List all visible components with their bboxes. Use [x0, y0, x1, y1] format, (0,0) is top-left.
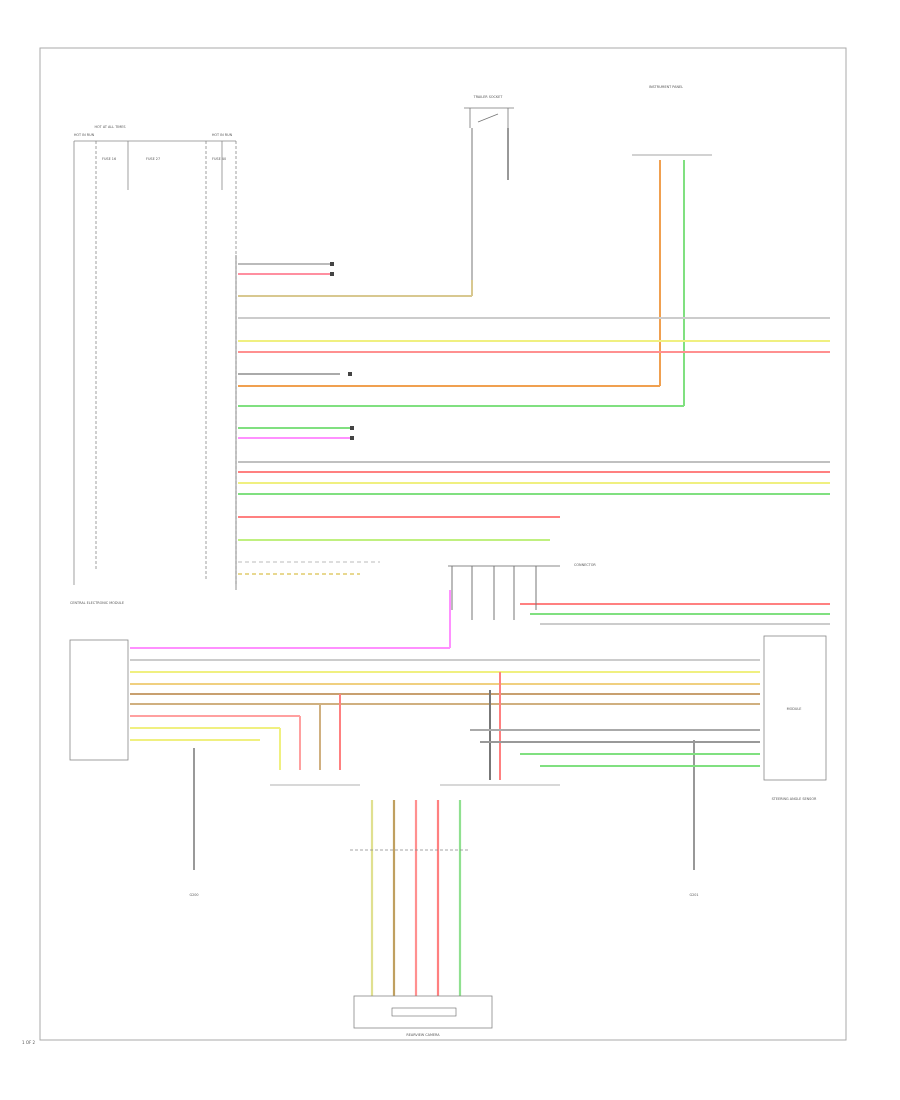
page-reference: 1 OF 2	[22, 1040, 36, 1045]
fuse-2-label: FUSE 27	[146, 157, 160, 161]
right-module	[763, 635, 827, 781]
fuse-block-label: HOT AT ALL TIMES	[94, 125, 125, 129]
harness-wires	[238, 263, 830, 575]
taillamp-switch	[464, 107, 514, 296]
diagram-frame	[39, 47, 847, 1041]
module-wires	[130, 590, 760, 770]
fuse-a-label: HOT IN RUN	[74, 133, 95, 137]
cam-module-label: CONNECTOR	[574, 563, 596, 567]
elec-module-label: MODULE	[787, 707, 802, 711]
right-feed-wires	[470, 603, 830, 780]
junction-drops	[451, 566, 537, 620]
camera-harness	[370, 800, 462, 996]
rear-camera-label: REARVIEW CAMERA	[406, 1033, 440, 1037]
rear-camera	[353, 995, 493, 1029]
taillamp-switch-label: TRAILER SOCKET	[473, 95, 504, 99]
fuse-block	[73, 140, 237, 585]
fuse-1-label: FUSE 16	[102, 157, 116, 161]
ground-right-label: G201	[689, 893, 698, 897]
fuse-3-label: FUSE 40	[212, 157, 226, 161]
ground-left-label: G200	[189, 893, 198, 897]
left-module-label: CENTRAL ELECTRONIC MODULE	[70, 601, 124, 605]
wire-terminals	[330, 262, 354, 440]
rear-camera-lens	[391, 1007, 457, 1017]
steering-label: STEERING ANGLE SENSOR	[772, 797, 817, 801]
inst-panel-label: INSTRUMENT PANEL	[649, 85, 683, 89]
left-module	[69, 639, 129, 761]
fuse-b-label: HOT IN RUN	[212, 133, 233, 137]
